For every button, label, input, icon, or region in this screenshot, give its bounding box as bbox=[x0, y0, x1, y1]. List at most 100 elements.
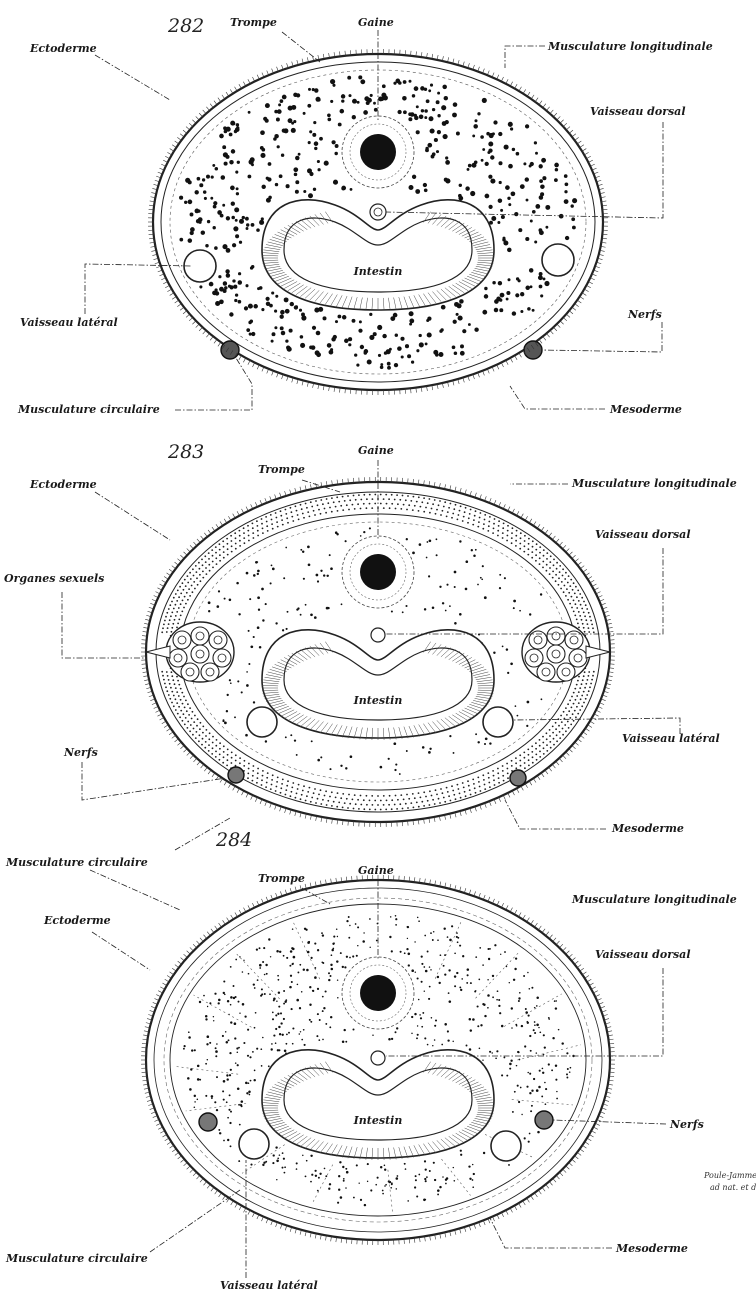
mesoderm-dot bbox=[397, 110, 401, 114]
mesoderm-dot bbox=[363, 110, 368, 115]
muscle-dot bbox=[532, 546, 534, 548]
muscle-dot bbox=[562, 728, 564, 730]
muscle-dot bbox=[338, 501, 340, 503]
muscle-dot bbox=[372, 498, 374, 500]
mesoderm-dot bbox=[535, 204, 540, 209]
mesoderm-dot bbox=[551, 1069, 553, 1071]
mesoderm-dot bbox=[465, 588, 468, 591]
mesoderm-dot bbox=[442, 602, 444, 604]
mesoderm-dot bbox=[228, 1039, 230, 1041]
mesoderm-dot bbox=[554, 163, 559, 168]
mesoderm-dot bbox=[179, 238, 183, 242]
label-musculature-circulaire: Musculature circulaire bbox=[5, 1252, 148, 1265]
mesoderm-dot bbox=[330, 348, 333, 351]
mesoderm-dot bbox=[294, 739, 296, 741]
mesoderm-dot bbox=[498, 161, 502, 165]
mesoderm-dot bbox=[219, 287, 224, 292]
muscle-dot bbox=[431, 795, 433, 797]
mesoderm-dot bbox=[237, 1064, 239, 1066]
muscle-dot bbox=[439, 802, 441, 804]
mesoderm-dot bbox=[212, 164, 215, 167]
mesoderm-dot bbox=[437, 1189, 440, 1192]
muscle-dot bbox=[497, 768, 499, 770]
muscle-dot bbox=[569, 717, 571, 719]
mesoderm-dot bbox=[479, 1048, 481, 1050]
mesoderm-dot bbox=[328, 1188, 330, 1190]
muscle-dot bbox=[272, 774, 274, 776]
muscle-dot bbox=[436, 794, 438, 796]
muscle-dot bbox=[564, 724, 566, 726]
muscle-dot bbox=[391, 494, 393, 496]
muscle-dot bbox=[184, 579, 186, 581]
mesoderm-dot bbox=[509, 982, 510, 983]
muscle-dot bbox=[511, 760, 513, 762]
mesoderm-dot bbox=[479, 947, 481, 949]
muscle-dot bbox=[434, 803, 436, 805]
muscle-dot bbox=[427, 800, 429, 802]
mesoderm-dot bbox=[554, 178, 558, 182]
muscle-dot bbox=[298, 519, 300, 521]
mesoderm-dot bbox=[345, 540, 347, 542]
muscle-dot bbox=[187, 721, 189, 723]
muscle-dot bbox=[173, 695, 175, 697]
muscle-dot bbox=[182, 720, 184, 722]
mesoderm-dot bbox=[566, 1077, 568, 1079]
mesoderm-dot bbox=[477, 1025, 479, 1027]
mesoderm-dot bbox=[540, 593, 542, 595]
muscle-dot bbox=[297, 514, 299, 516]
mesoderm-dot bbox=[288, 1032, 290, 1034]
muscle-dot bbox=[549, 573, 551, 575]
muscle-dot bbox=[420, 797, 422, 799]
mesoderm-dot bbox=[309, 346, 313, 350]
mesoderm-dot bbox=[223, 1140, 225, 1142]
mesoderm-dot bbox=[251, 332, 255, 336]
muscle-dot bbox=[578, 611, 580, 613]
mesoderm-dot bbox=[466, 1045, 468, 1047]
muscle-dot bbox=[546, 738, 548, 740]
mesoderm-dot bbox=[539, 1031, 541, 1033]
mesoderm-dot bbox=[223, 281, 227, 285]
muscle-dot bbox=[171, 671, 173, 673]
muscle-dot bbox=[231, 752, 233, 754]
muscle-dot bbox=[311, 797, 313, 799]
muscle-dot bbox=[435, 513, 437, 515]
mesoderm-dot bbox=[521, 1114, 522, 1115]
muscle-dot bbox=[243, 532, 245, 534]
mesoderm-dot bbox=[268, 196, 272, 200]
mesoderm-dot bbox=[363, 932, 364, 933]
mesoderm-dot bbox=[242, 971, 244, 973]
mesoderm-dot bbox=[506, 298, 509, 301]
muscle-dot bbox=[397, 799, 399, 801]
mesoderm-dot bbox=[504, 951, 506, 953]
muscle-dot bbox=[399, 499, 401, 501]
mesoderm-dot bbox=[408, 964, 410, 966]
muscle-dot bbox=[336, 806, 338, 808]
mesoderm-dot bbox=[499, 587, 501, 589]
mesoderm-dot bbox=[227, 1117, 229, 1119]
mesoderm-dot bbox=[499, 574, 501, 576]
mesoderm-dot bbox=[431, 155, 435, 159]
mesoderm-dot bbox=[223, 1099, 225, 1101]
muscle-dot bbox=[301, 794, 303, 796]
mesoderm-dot bbox=[459, 986, 461, 988]
mesoderm-dot bbox=[205, 244, 208, 247]
mesoderm-dot bbox=[561, 1042, 563, 1044]
mesoderm-dot bbox=[544, 1082, 546, 1084]
mesoderm-dot bbox=[261, 988, 263, 990]
mesoderm-dot bbox=[461, 978, 463, 980]
mesoderm-dot bbox=[283, 990, 285, 992]
muscle-dot bbox=[383, 498, 385, 500]
mesoderm-dot bbox=[329, 1183, 331, 1185]
mesoderm-dot bbox=[291, 122, 294, 125]
mesoderm-dot bbox=[391, 1183, 393, 1185]
muscle-dot bbox=[363, 799, 365, 801]
septum-line bbox=[435, 921, 461, 978]
muscle-dot bbox=[271, 523, 273, 525]
mesoderm-dot bbox=[444, 973, 446, 975]
mesoderm-dot bbox=[250, 645, 253, 648]
mesoderm-dot bbox=[494, 308, 498, 312]
mesoderm-dot bbox=[499, 298, 502, 301]
mesoderm-dot bbox=[566, 1073, 568, 1075]
muscle-dot bbox=[198, 740, 200, 742]
label-musculature-longitudinale: Musculature longitudinale bbox=[571, 477, 737, 490]
